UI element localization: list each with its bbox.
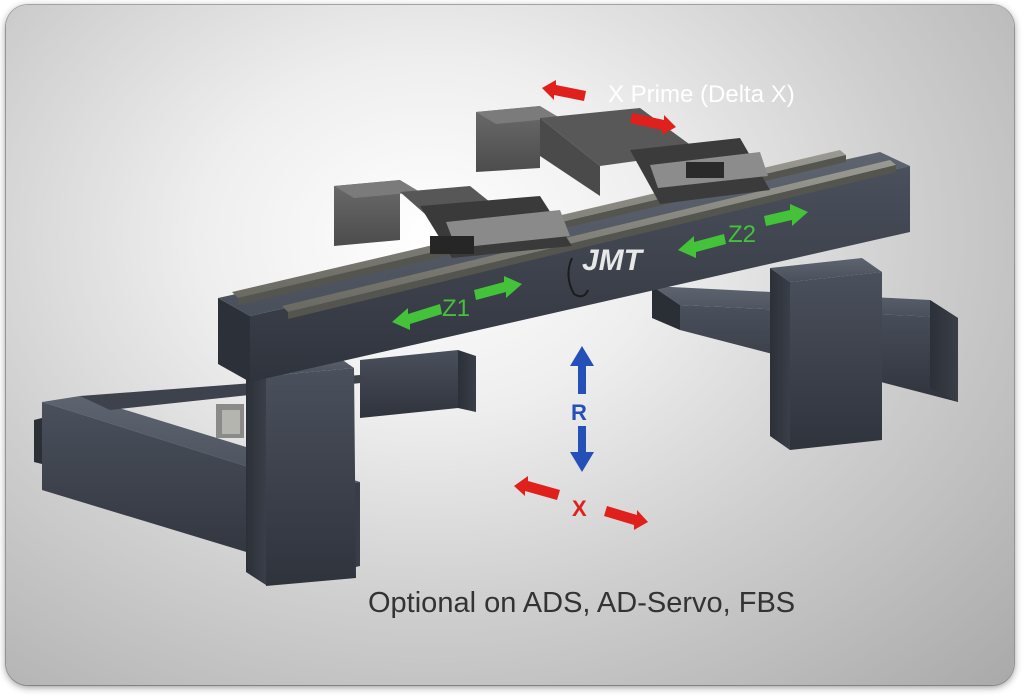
- x-prime-label: X Prime (Delta X): [608, 81, 795, 108]
- center-block: [360, 350, 476, 418]
- jmt-logo: JMT: [567, 244, 645, 298]
- arrow-left-icon: [514, 476, 560, 500]
- caption-text: Optional on ADS, AD-Servo, FBS: [368, 587, 795, 619]
- x-label: X: [572, 496, 587, 521]
- r-indicator: R: [570, 346, 594, 472]
- left-bracket: [216, 404, 244, 438]
- arrow-left-icon: [678, 234, 726, 258]
- front-motor-carriage: [334, 180, 572, 258]
- x-prime-indicator: X Prime (Delta X): [542, 80, 795, 135]
- gantry-diagram: JMT X Prime (Delta X) Z1 Z2 R X Optional…: [34, 80, 958, 619]
- diagram-frame: JMT X Prime (Delta X) Z1 Z2 R X Optional…: [6, 5, 1014, 685]
- arrow-up-icon: [570, 346, 594, 394]
- r-label: R: [571, 400, 587, 425]
- arrow-left-icon: [392, 304, 442, 330]
- arrow-right-icon: [630, 113, 676, 135]
- logo-text: JMT: [582, 244, 645, 277]
- left-leg: [246, 354, 356, 586]
- logo-swoosh-icon: [567, 257, 589, 298]
- z1-label: Z1: [442, 295, 470, 322]
- arrow-right-icon: [764, 204, 808, 226]
- arrow-down-icon: [570, 426, 594, 472]
- z2-indicator: Z2: [678, 204, 808, 258]
- x-indicator: X: [514, 476, 648, 530]
- z2-label: Z2: [728, 221, 756, 248]
- arrow-right-icon: [604, 506, 648, 530]
- right-leg: [770, 258, 882, 450]
- z1-indicator: Z1: [392, 276, 522, 330]
- arrow-left-icon: [542, 80, 586, 101]
- arrow-right-icon: [474, 276, 522, 300]
- rear-motor-carriage: [476, 106, 770, 204]
